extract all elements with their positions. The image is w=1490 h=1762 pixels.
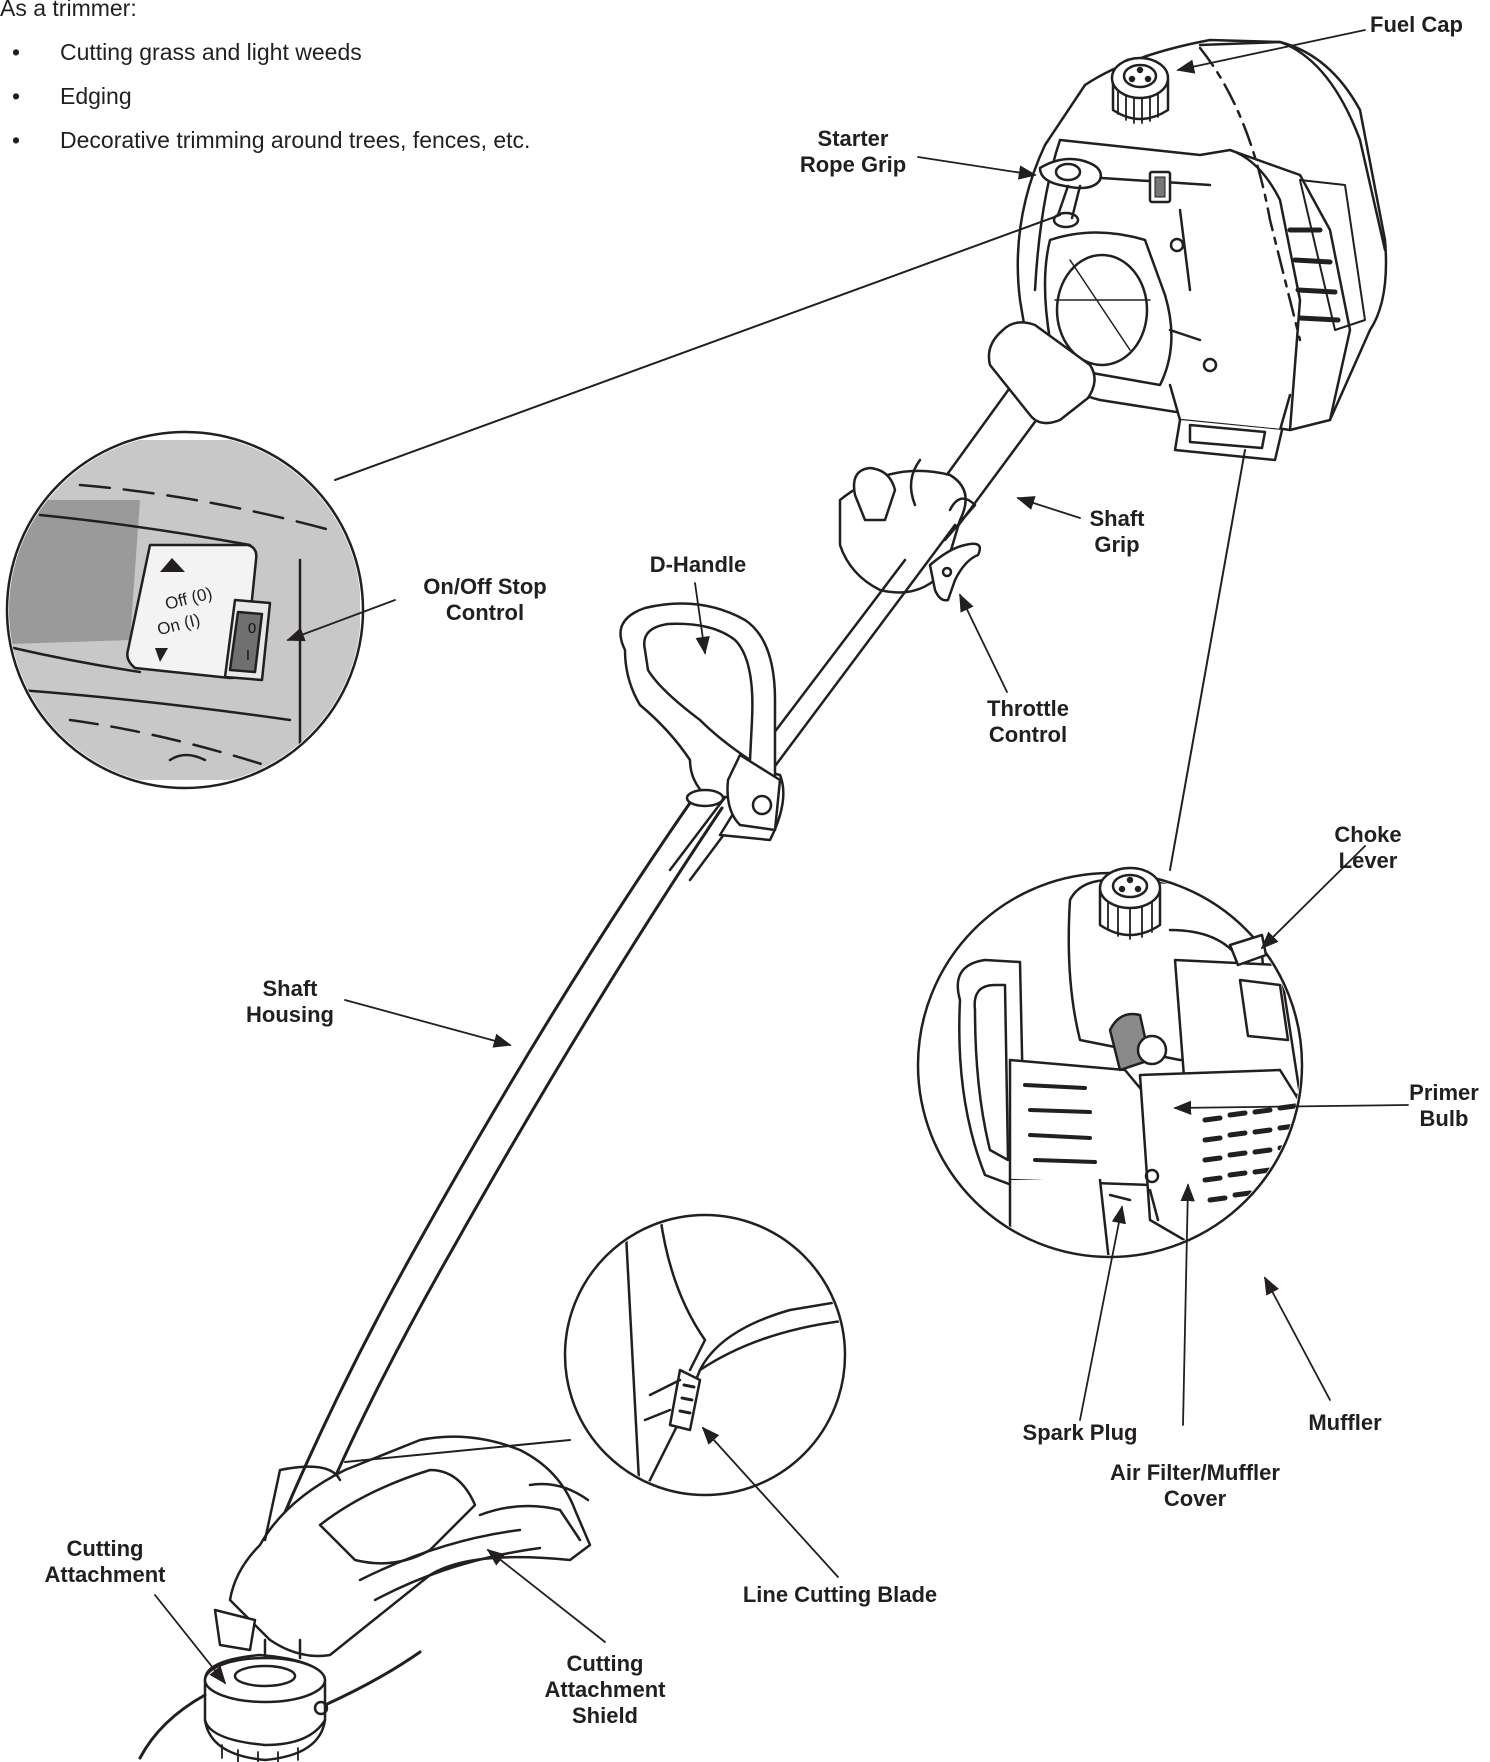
cutting-attachment xyxy=(138,1608,422,1762)
engine-housing xyxy=(1016,38,1388,462)
bullet-text: Edging xyxy=(60,83,132,109)
label-primer-bulb: Primer Bulb xyxy=(1409,1080,1479,1131)
bullet-item: • Cutting grass and light weeds xyxy=(0,30,530,74)
label-throttle-control: Throttle Control xyxy=(987,696,1069,747)
shaft-housing xyxy=(263,788,725,1562)
engine-inset xyxy=(916,866,1304,1259)
label-on-off-stop-control: On/Off Stop Control xyxy=(423,574,547,625)
label-fuel-cap: Fuel Cap xyxy=(1370,12,1463,37)
bullet-text: Decorative trimming around trees, fences… xyxy=(60,127,531,153)
label-starter-rope-grip: Starter Rope Grip xyxy=(799,126,907,177)
label-air-filter-muffler-cover: Air Filter/Muffler Cover xyxy=(1110,1460,1280,1511)
bullet-dot: • xyxy=(12,83,21,109)
label-line-cutting-blade: Line Cutting Blade xyxy=(742,1582,938,1607)
label-cutting-attachment: Cutting Attachment xyxy=(44,1536,166,1587)
bullet-text: Cutting grass and light weeds xyxy=(60,39,362,65)
bullet-dot: • xyxy=(12,127,21,153)
label-choke-lever: Choke Lever xyxy=(1334,822,1402,873)
label-muffler: Muffler xyxy=(1308,1410,1382,1435)
label-shaft-grip: Shaft Grip xyxy=(1089,506,1145,557)
switch-inset: Off (0) On (I) 0 I xyxy=(5,430,365,790)
blade-inset xyxy=(563,1213,847,1497)
label-d-handle: D-Handle xyxy=(649,552,747,577)
intro-block: As a trimmer: • Cutting grass and light w… xyxy=(0,0,530,162)
label-cutting-attachment-shield: Cutting Attachment Shield xyxy=(544,1651,666,1728)
bullet-item: • Edging xyxy=(0,74,530,118)
bullet-dot: • xyxy=(12,39,21,65)
switch-on-mark: I xyxy=(246,647,250,664)
switch-off-mark: 0 xyxy=(248,620,256,637)
starter-rope-grip xyxy=(1038,157,1172,229)
intro-heading: As a trimmer: xyxy=(0,0,137,21)
label-spark-plug: Spark Plug xyxy=(1022,1420,1138,1445)
label-shaft-housing: Shaft Housing xyxy=(246,976,334,1027)
cutting-attachment-shield xyxy=(228,1435,592,1658)
bullet-item: • Decorative trimming around trees, fence… xyxy=(0,118,530,162)
fuel-cap xyxy=(1110,56,1170,124)
callout-leaders xyxy=(154,29,1409,1685)
d-handle xyxy=(619,602,782,832)
throttle-control xyxy=(928,542,982,602)
